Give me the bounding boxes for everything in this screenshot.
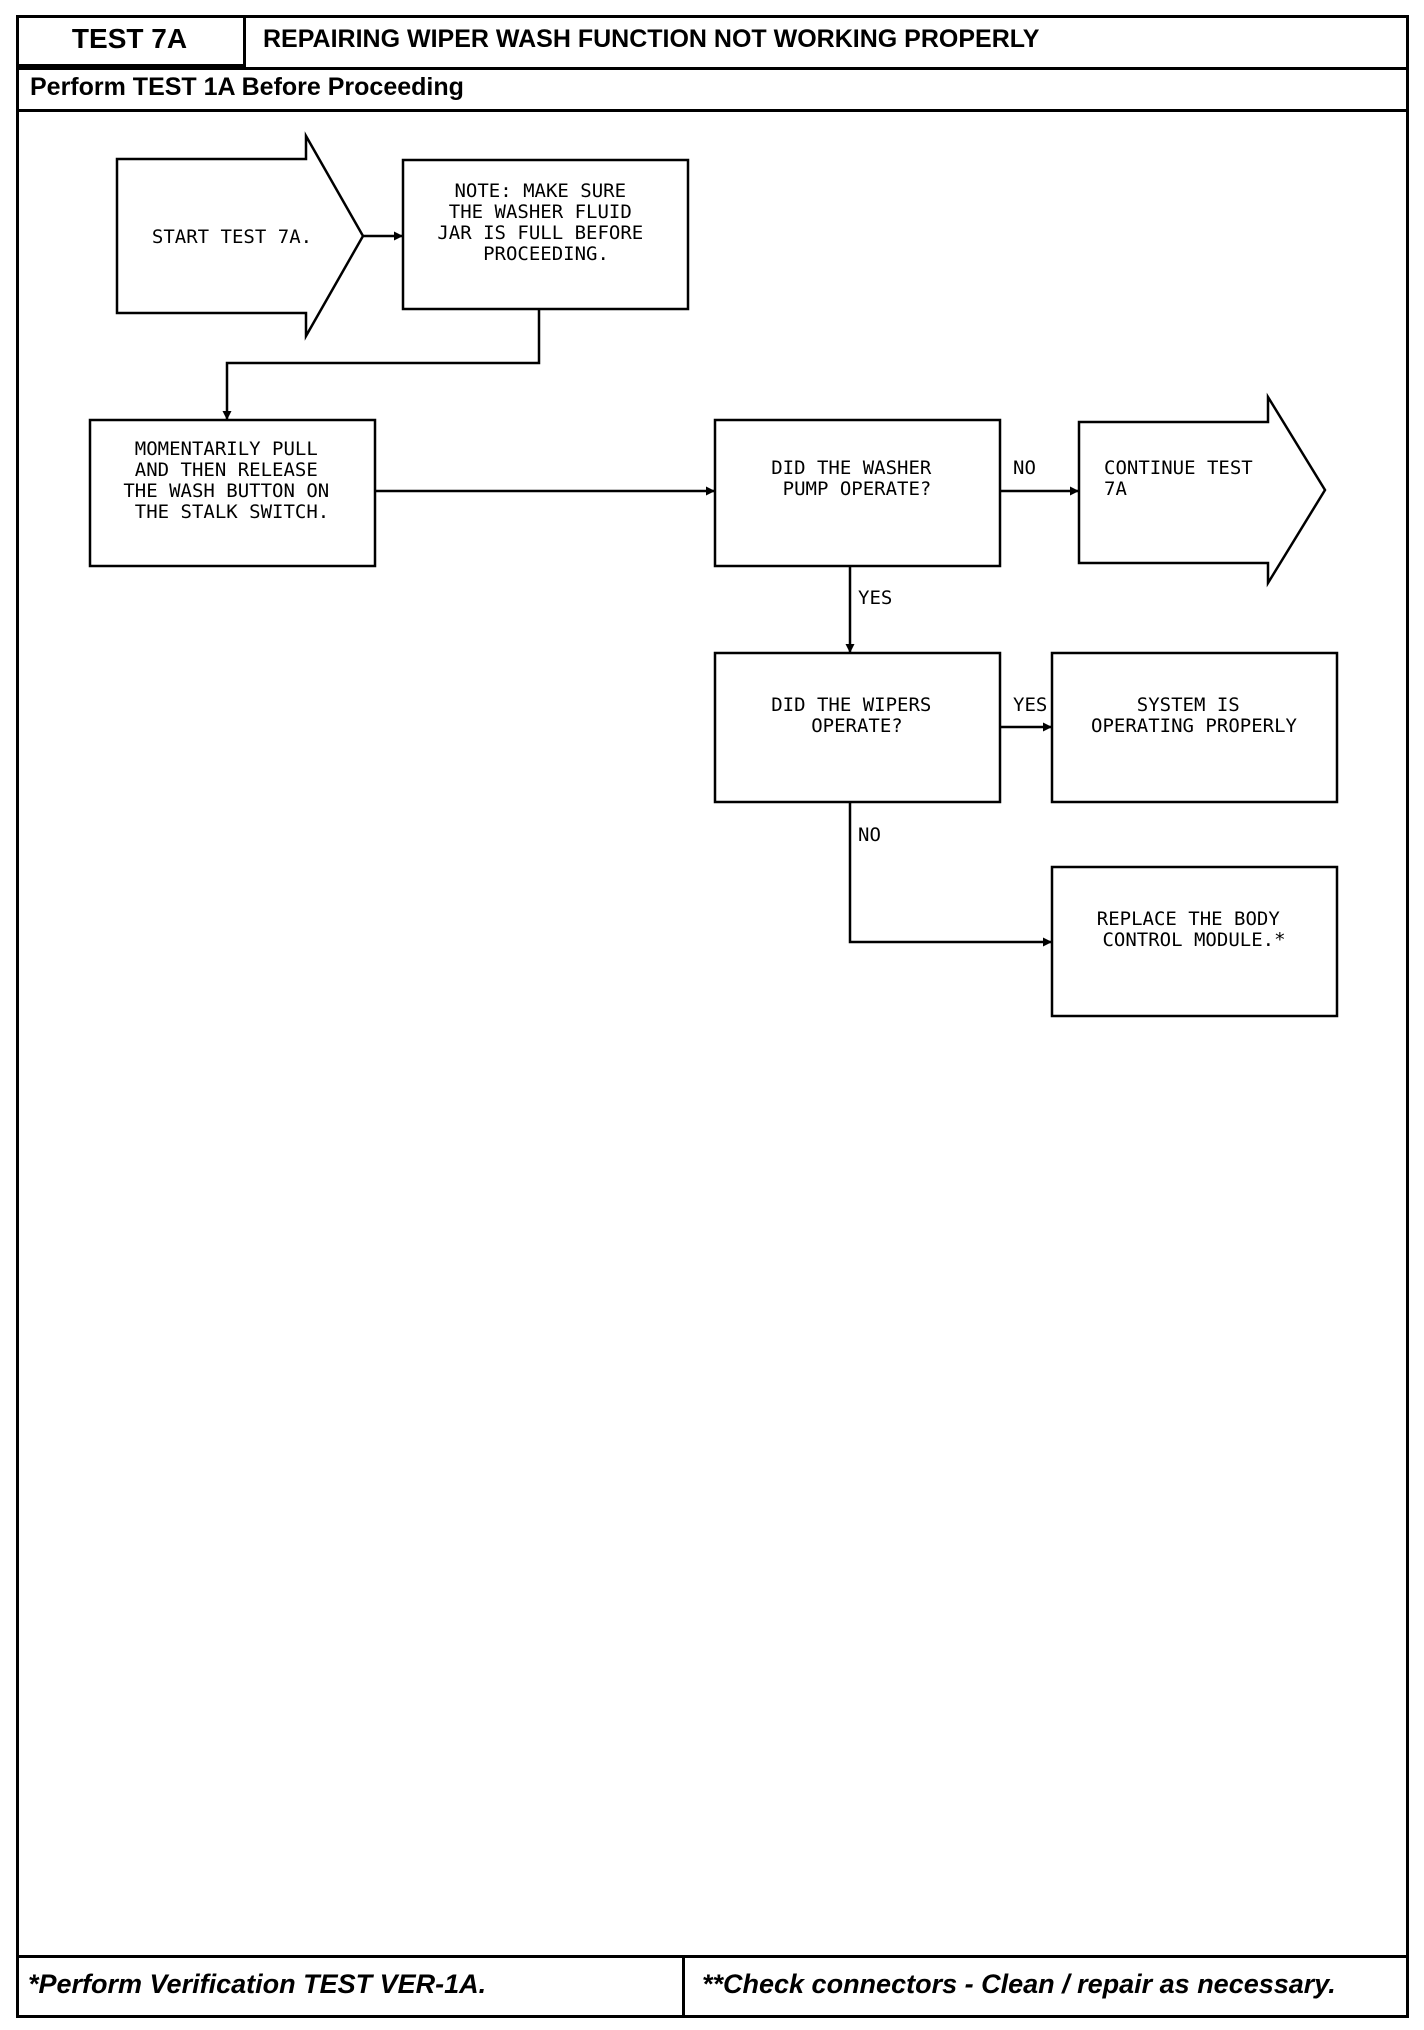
connectors-note: **Check connectors - Clean / repair as n… [702,1969,1336,1999]
note-text: NOTE: MAKE SURE THE WASHER FLUID JAR IS … [437,180,654,265]
pump-question-box [713,418,1002,568]
pump-yes-label: YES [858,587,892,609]
arrow-wipers-no [848,802,1052,947]
start-shape [115,131,365,341]
flowchart: START TEST 7A. NOTE: MAKE SURE THE WASHE… [88,131,1339,1018]
header-divider [16,67,1409,70]
header: TEST 7A REPAIRING WIPER WASH FUNCTION NO… [16,15,1409,112]
wipers-yes-label: YES [1013,694,1047,716]
pull-step-box [88,418,377,568]
pump-question-text: DID THE WASHER PUMP OPERATE? [771,457,943,500]
start-text: START TEST 7A. [152,226,312,248]
footer-column-divider [682,1955,685,2018]
footer: *Perform Verification TEST VER-1A. **Che… [16,1955,1409,2018]
pull-step-text: MOMENTARILY PULL AND THEN RELEASE THE WA… [123,438,340,523]
ok-text: SYSTEM IS OPERATING PROPERLY [1091,694,1297,737]
header-bottom-divider [16,109,1409,112]
wipers-question-text: DID THE WIPERS OPERATE? [771,694,943,737]
verification-note: *Perform Verification TEST VER-1A. [28,1969,487,1999]
test-title: REPAIRING WIPER WASH FUNCTION NOT WORKIN… [263,25,1040,53]
replace-text: REPLACE THE BODY CONTROL MODULE.* [1097,908,1291,951]
test-id: TEST 7A [16,15,246,67]
prerequisite-note: Perform TEST 1A Before Proceeding [30,73,464,101]
footer-divider [16,1955,1409,1958]
note-box [401,158,690,311]
page-frame [16,15,1409,2018]
continue-text: CONTINUE TEST 7A [1104,457,1264,500]
wipers-no-label: NO [858,824,881,846]
arrow-note-to-pull [222,309,541,420]
pump-no-label: NO [1013,457,1036,479]
continue-shape [1077,392,1327,588]
